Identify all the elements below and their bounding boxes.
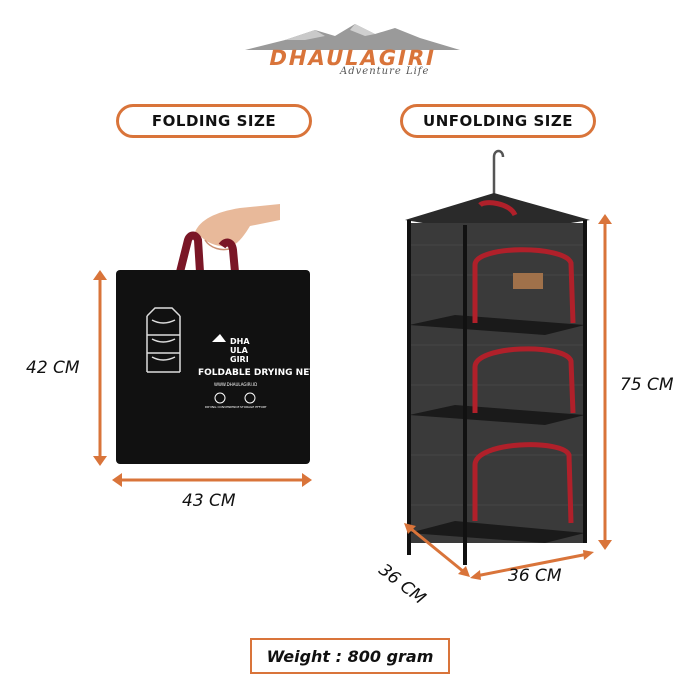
bag-brand-line-1: DHA [230, 337, 250, 346]
unfolding-width-label: 36 CM [508, 566, 562, 586]
unfolding-width-arrow [470, 550, 594, 580]
unfolded-drying-net-image [405, 149, 590, 565]
folding-height-label: 42 CM [26, 358, 80, 378]
bag-website: WWW.DHAULAGIRI.ID [214, 382, 258, 387]
logo-mountain-icon [245, 24, 460, 50]
bag-brand-line-3: GIRI [230, 355, 249, 364]
folding-height-arrow [93, 270, 107, 466]
bag-feature-1: DRYING CONVENIENCE [205, 405, 240, 409]
bag-product-name: FOLDABLE DRYING NET [198, 368, 316, 378]
unfolding-depth-arrow [404, 523, 470, 577]
unfolding-height-arrow [598, 214, 612, 550]
bag-feature-2: STORAGE EFFORT [240, 405, 267, 409]
weight-label: Weight : 800 gram [250, 638, 450, 674]
unfolding-height-label: 75 CM [620, 375, 674, 395]
folded-bag-image [116, 204, 310, 464]
unfolding-size-label: UNFOLDING SIZE [400, 104, 596, 138]
folding-size-label: FOLDING SIZE [116, 104, 312, 138]
logo-tagline: Adventure Life [340, 66, 430, 77]
folding-width-label: 43 CM [182, 491, 236, 511]
folding-width-arrow [112, 473, 312, 487]
bag-brand-line-2: ULA [230, 346, 248, 355]
